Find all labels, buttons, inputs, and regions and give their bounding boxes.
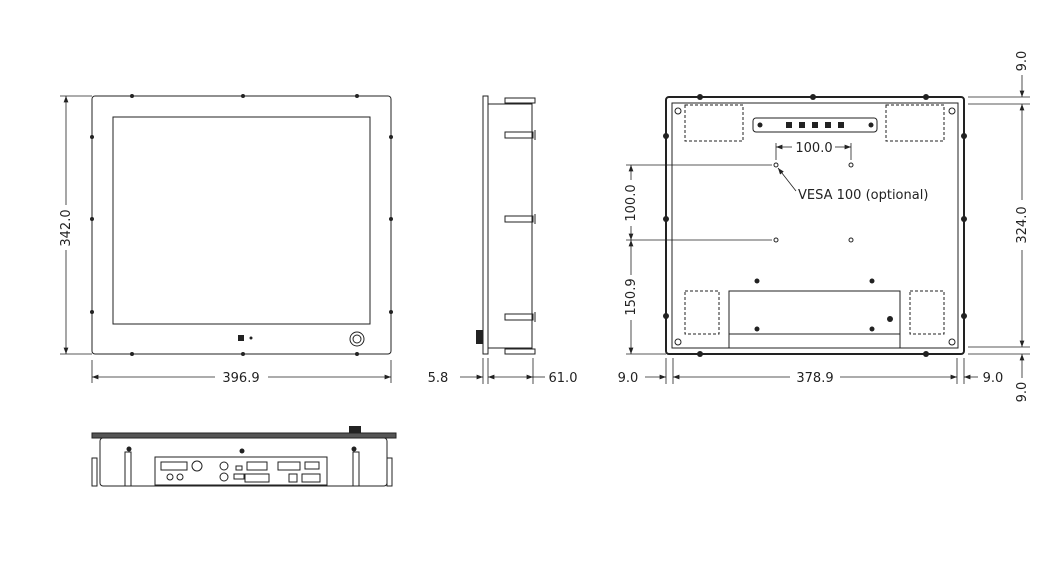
- rear-left-margin-dim: 9.0: [618, 371, 639, 386]
- vesa-bottom-dim: 150.9: [624, 278, 639, 315]
- front-screen: [112, 116, 371, 325]
- rear-inner-height-dim: 324.0: [1015, 206, 1030, 243]
- front-bezel: [91, 95, 392, 355]
- io-panel: [752, 117, 878, 133]
- rear-view: 100.0 VESA 100 (optional) 100.0 150.9 9.…: [618, 51, 1030, 403]
- side-switch-icon: [476, 330, 483, 344]
- side-view: 5.8 61.0: [428, 95, 578, 386]
- vesa-h-dim: 100.0: [795, 141, 832, 156]
- power-button-icon: [349, 331, 365, 347]
- vesa-holes: [773, 162, 854, 243]
- vent-slots: [684, 104, 945, 335]
- rear-right-margin-dim: 9.0: [983, 371, 1004, 386]
- rear-top-margin-dim: 9.0: [1015, 51, 1030, 72]
- vesa-v-dim: 100.0: [624, 184, 639, 221]
- side-bezel-depth-dim: 5.8: [428, 371, 449, 386]
- side-depth-dim: 61.0: [549, 371, 578, 386]
- front-view: 342.0 396.9: [59, 94, 393, 386]
- rear-bottom-margin-dim: 9.0: [1015, 382, 1030, 403]
- front-height-dim: 342.0: [59, 209, 74, 246]
- bottom-view: [91, 426, 397, 487]
- front-width-dim: 396.9: [222, 371, 259, 386]
- logo-icon: [238, 335, 244, 341]
- rear-inner-width-dim: 378.9: [796, 371, 833, 386]
- vesa-callout: VESA 100 (optional): [798, 188, 928, 203]
- led-icon: [249, 336, 253, 340]
